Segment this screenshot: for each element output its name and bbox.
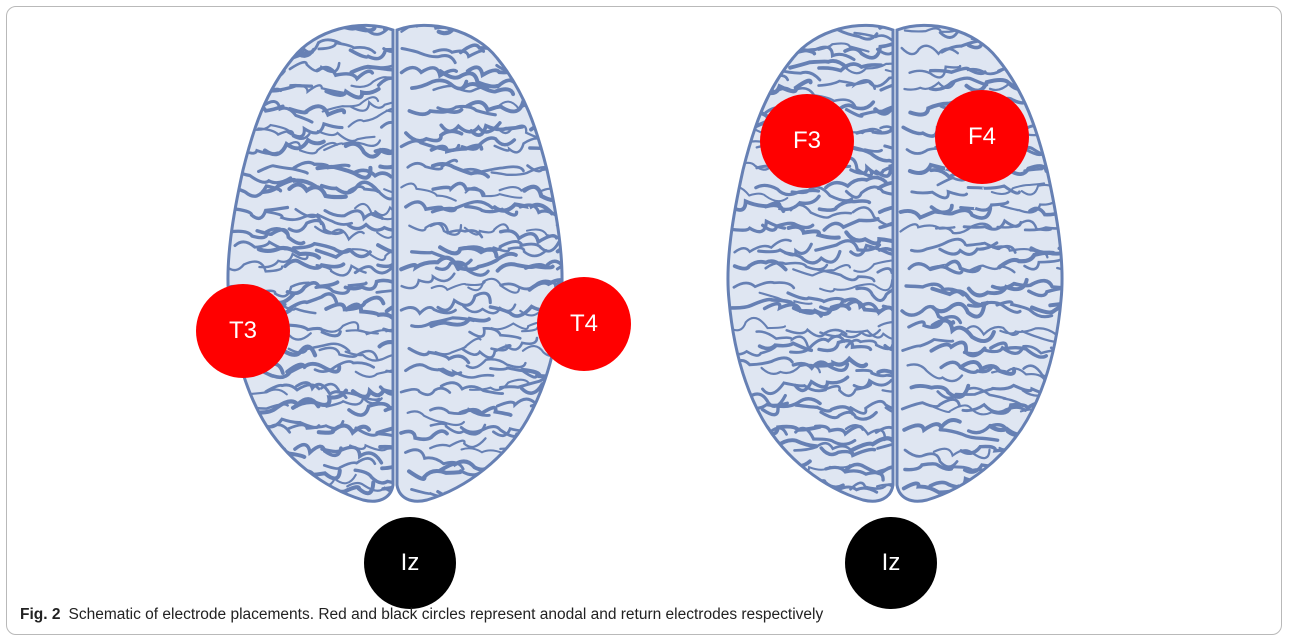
electrode-iz-right: Iz	[845, 517, 937, 609]
electrode-t4: T4	[537, 277, 631, 371]
figure-caption: Fig. 2 Schematic of electrode placements.…	[20, 606, 823, 624]
electrode-label: Iz	[401, 549, 420, 577]
electrode-label: T4	[570, 310, 598, 338]
electrode-f4: F4	[935, 90, 1029, 184]
electrode-label: F3	[793, 127, 821, 155]
electrode-label: T3	[229, 317, 257, 345]
electrode-t3: T3	[196, 284, 290, 378]
electrode-f3: F3	[760, 94, 854, 188]
figure-label: Fig. 2	[20, 606, 60, 623]
electrode-iz-left: Iz	[364, 517, 456, 609]
brain-illustration-right	[695, 0, 1095, 510]
electrode-label: Iz	[882, 549, 901, 577]
caption-text: Schematic of electrode placements. Red a…	[68, 606, 823, 623]
electrode-label: F4	[968, 123, 996, 151]
brain-illustration-left	[195, 0, 595, 510]
